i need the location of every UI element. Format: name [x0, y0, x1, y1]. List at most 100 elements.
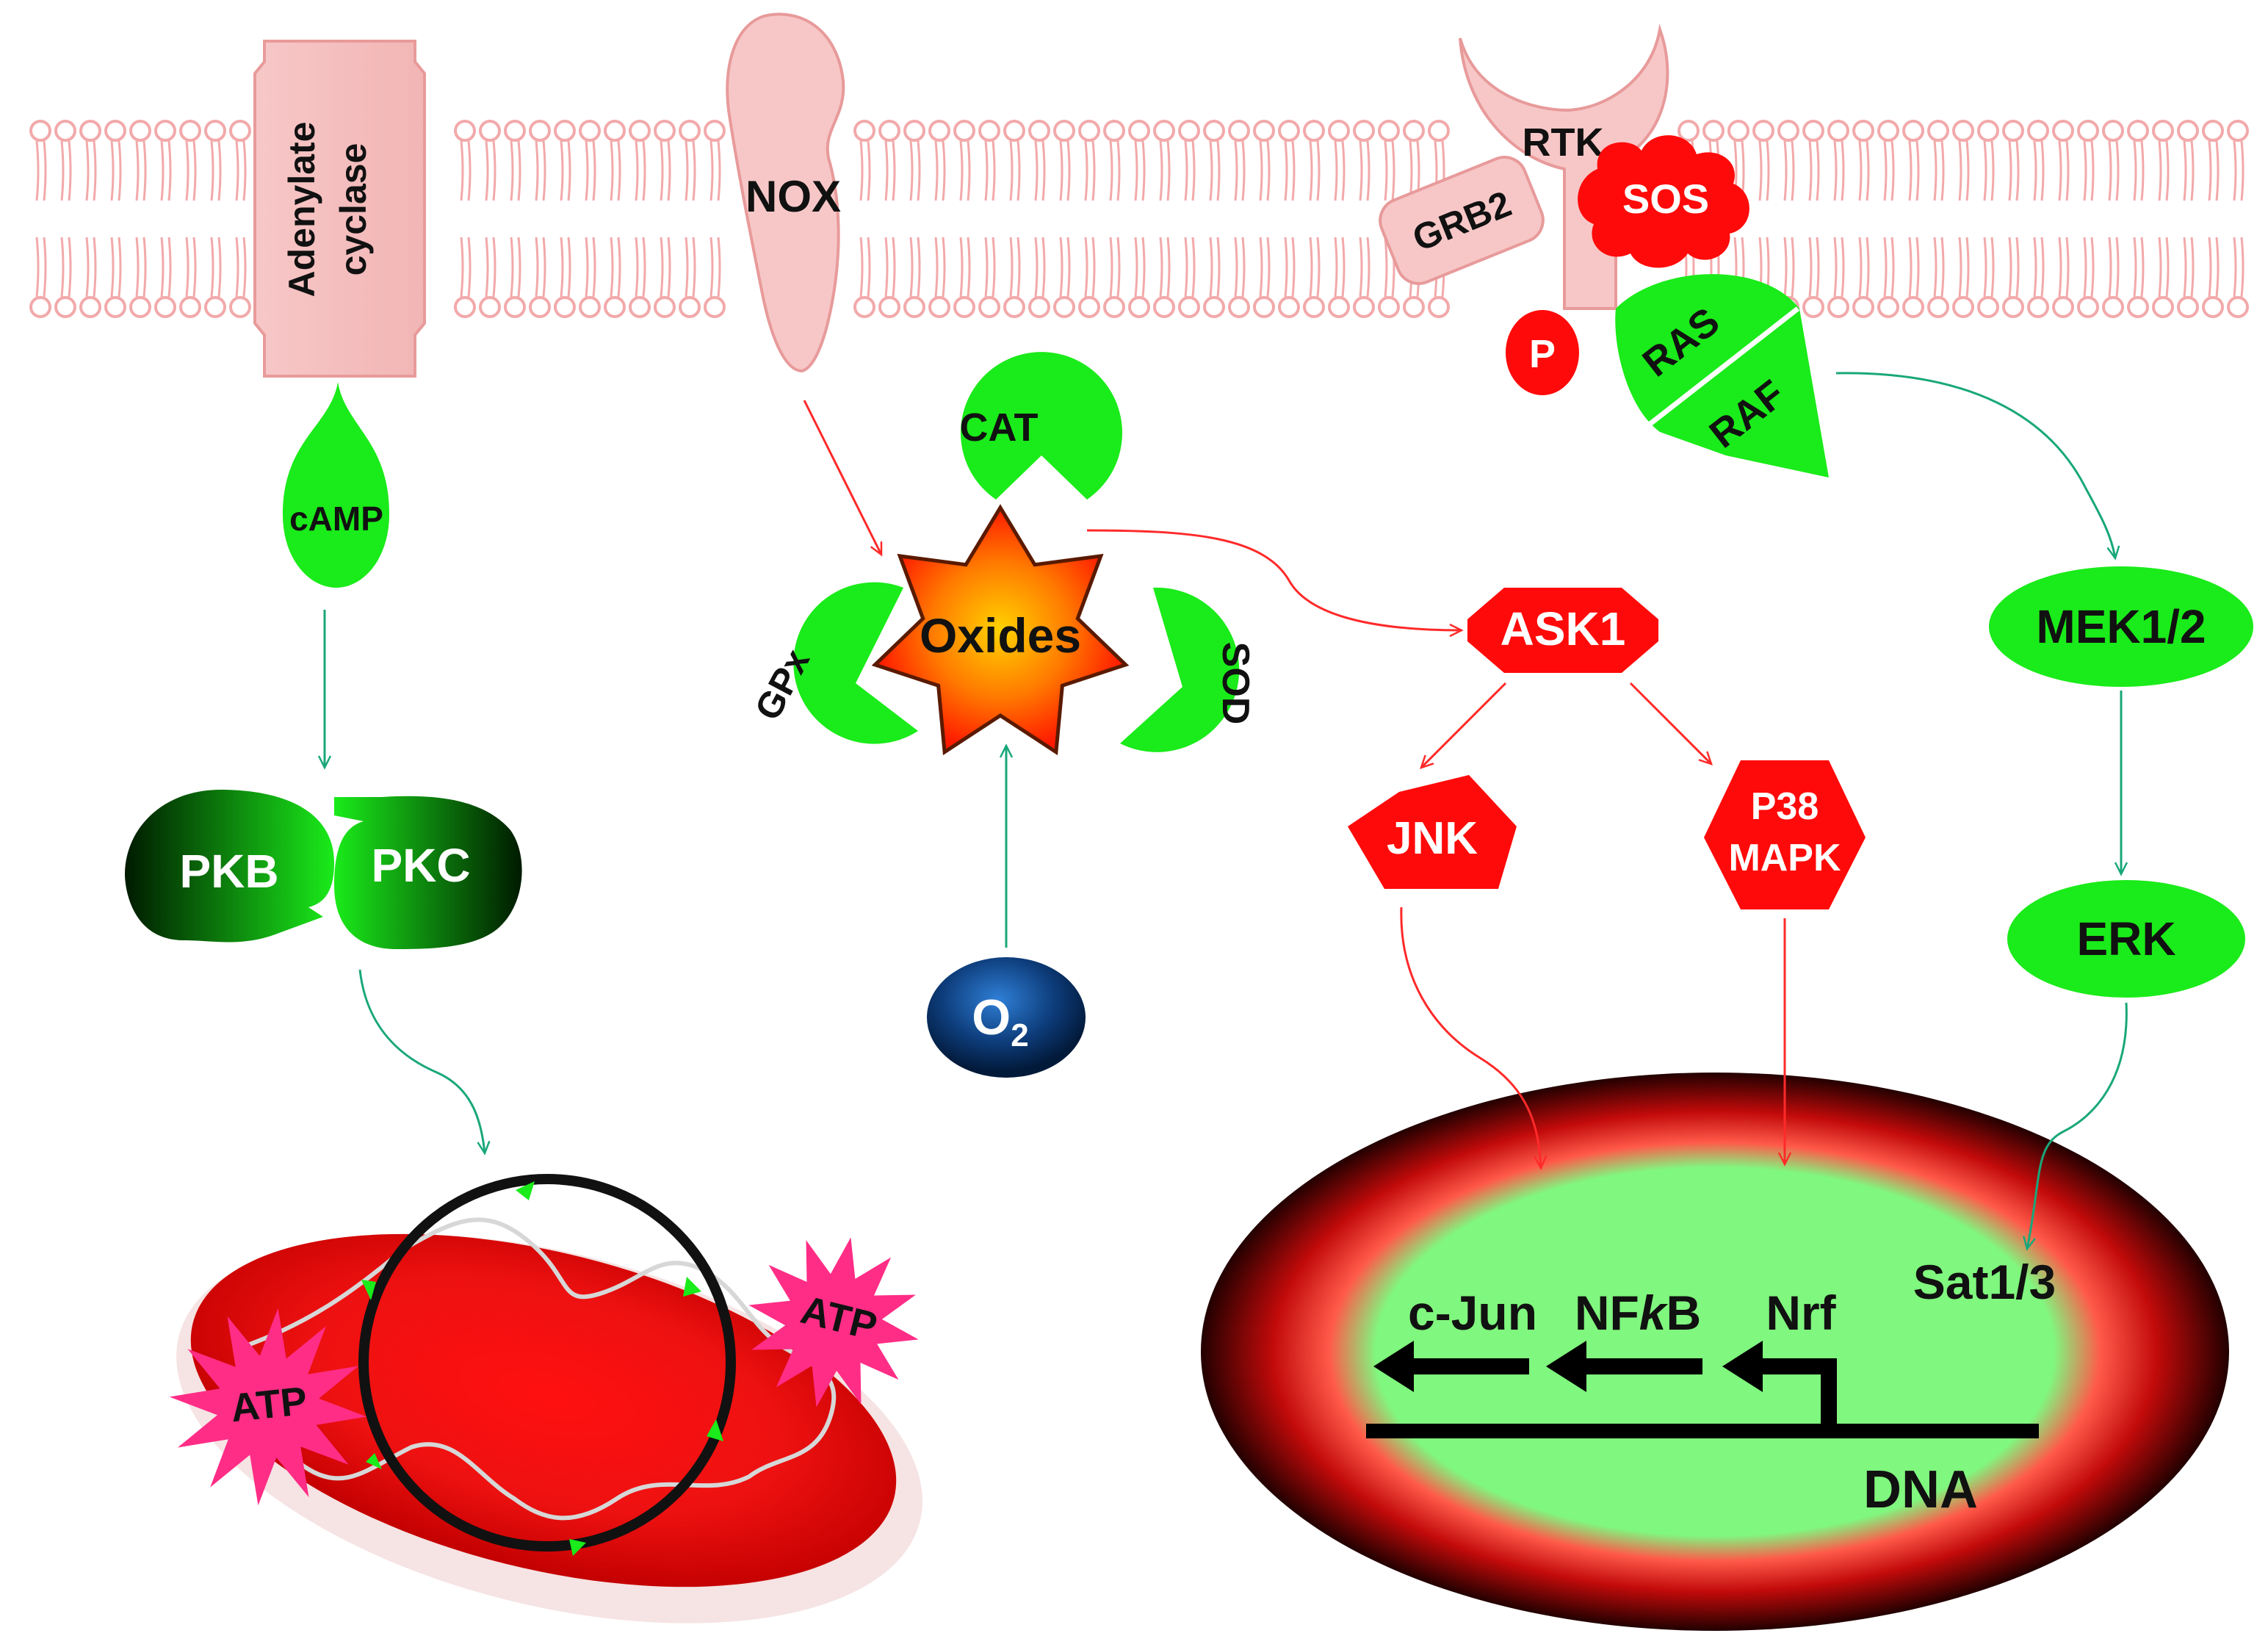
lipid-tail — [859, 237, 864, 298]
lipid-head — [1003, 120, 1025, 142]
lipid-head — [554, 296, 576, 318]
lipid-tail — [1384, 140, 1388, 201]
lipid-head — [479, 296, 501, 318]
lipid-tail — [167, 237, 172, 298]
lipid-head — [654, 296, 676, 318]
lipid-tail — [709, 140, 714, 201]
lipid-tail — [60, 140, 65, 201]
lipid-head — [1128, 120, 1150, 142]
lipid-tail — [1284, 237, 1288, 298]
lipid-head — [1702, 120, 1725, 142]
lipid-head — [229, 296, 251, 318]
lipid-head — [104, 296, 126, 318]
lipid-head — [1802, 296, 1824, 318]
ask1-label: ASK1 — [1500, 602, 1626, 655]
lipid-head — [1303, 296, 1325, 318]
lipid-tail — [934, 237, 939, 298]
lipid-head — [2077, 120, 2099, 142]
lipid-tail — [1783, 237, 1788, 298]
lipid-tail — [1266, 237, 1271, 298]
lipid-head — [504, 120, 526, 142]
lipid-head — [679, 296, 701, 318]
lipid-tail — [1940, 140, 1945, 201]
lipid-tail — [909, 140, 914, 201]
lipid-tail — [1134, 237, 1138, 298]
lipid-tail — [485, 140, 489, 201]
lipid-tail — [242, 140, 247, 201]
lipid-head — [1353, 120, 1375, 142]
lipid-tail — [1034, 140, 1039, 201]
sod-enzyme: SOD — [1120, 587, 1257, 752]
lipid-head — [1328, 120, 1350, 142]
sat-label: Sat1/3 — [1913, 1255, 2056, 1309]
lipid-tail — [884, 237, 889, 298]
lipid-tail — [1915, 237, 1920, 298]
lipid-head — [2227, 120, 2249, 142]
lipid-tail — [535, 140, 539, 201]
lipid-head — [853, 296, 875, 318]
camp-molecule: cAMP — [283, 382, 389, 588]
lipid-tail — [892, 140, 896, 201]
jnk-kinase: JNK — [1348, 775, 1517, 889]
lipid-tail — [1159, 237, 1163, 298]
lipid-head — [1153, 296, 1175, 318]
lipid-tail — [1259, 140, 1263, 201]
lipid-head — [129, 120, 151, 142]
lipid-tail — [1116, 237, 1121, 298]
lipid-head — [454, 120, 476, 142]
lipid-head — [878, 120, 900, 142]
lipid-tail — [2083, 237, 2087, 298]
lipid-head — [654, 120, 676, 142]
lipid-tail — [585, 140, 589, 201]
lipid-head — [1378, 296, 1400, 318]
lipid-head — [1278, 296, 1300, 318]
lipid-tail — [2140, 140, 2145, 201]
arrow-raf-to-mek — [1835, 372, 2120, 561]
lipid-tail — [1059, 237, 1063, 298]
lipid-tail — [510, 237, 514, 298]
lipid-head — [2202, 296, 2224, 318]
atp-left-star — [169, 1308, 367, 1506]
nfkb-arrow — [1546, 1341, 1702, 1392]
lipid-tail — [1958, 140, 1962, 201]
cell-membrane — [29, 120, 2249, 318]
lipid-tail — [192, 237, 197, 298]
lipid-tail — [685, 140, 689, 201]
lipid-tail — [1016, 140, 1021, 201]
lipid-tail — [592, 237, 596, 298]
lipid-head — [1977, 296, 1999, 318]
gpx-shape — [793, 582, 918, 744]
lipid-head — [2102, 120, 2124, 142]
lipid-tail — [592, 140, 596, 201]
grb2-adaptor: GRB2 — [1379, 156, 1545, 285]
lipid-tail — [235, 237, 239, 298]
o2-label: O2 — [972, 990, 1028, 1053]
pkb-label: PKB — [179, 845, 278, 898]
lipid-tail — [1184, 140, 1188, 201]
lipid-head — [679, 120, 701, 142]
lipid-tail — [709, 237, 714, 298]
lipid-head — [1902, 120, 1924, 142]
lipid-head — [504, 296, 526, 318]
lipid-tail — [542, 140, 546, 201]
lipid-tail — [2133, 140, 2137, 201]
lipid-tail — [142, 140, 147, 201]
lipid-head — [1977, 120, 1999, 142]
lipid-tail — [93, 237, 97, 298]
lipid-tail — [1084, 140, 1088, 201]
lipid-head — [1727, 120, 1749, 142]
lipid-head — [2077, 296, 2099, 318]
lipid-tail — [217, 140, 222, 201]
lipid-tail — [2040, 140, 2045, 201]
lipid-tail — [1965, 140, 1970, 201]
lipid-layer-bottom — [29, 237, 2249, 318]
arrow-nox-to-oxides — [803, 400, 883, 557]
lipid-head — [2152, 120, 2174, 142]
lipid-tail — [1833, 237, 1838, 298]
lipid-tail — [1166, 237, 1171, 298]
arrow-oxides-to-ask1 — [1086, 529, 1464, 638]
lipid-tail — [2233, 140, 2237, 201]
nfkb-label: NFkB — [1575, 1286, 1701, 1340]
lipid-tail — [1316, 237, 1321, 298]
